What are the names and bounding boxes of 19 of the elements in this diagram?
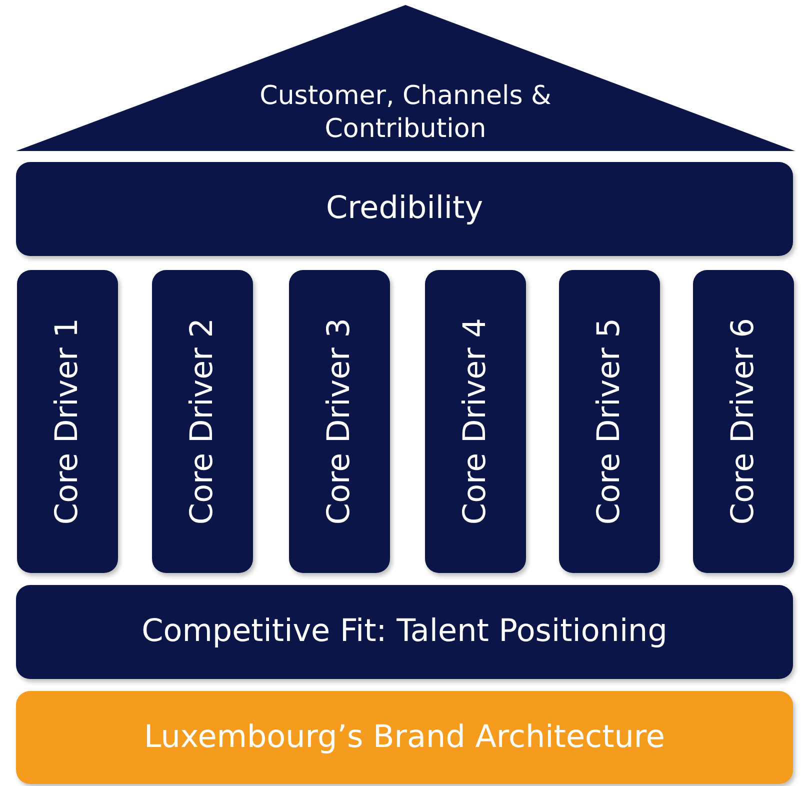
pillar-label: Core Driver 5 [590,318,628,525]
pillar [693,270,794,573]
pillar [152,270,253,573]
pillar [559,270,660,573]
pillar-label: Core Driver 1 [48,318,86,525]
beam-bar [16,585,793,679]
pillar [289,270,390,573]
pillar-label: Core Driver 2 [182,318,221,525]
pillar [425,270,526,573]
foundation-bar [16,691,793,784]
bar-label: Credibility [326,189,484,228]
pillar-label: Core Driver 3 [320,318,358,525]
pillar [17,270,118,573]
bar-label: Competitive Fit: Talent Positioning [142,612,668,652]
bar-label: Luxembourg’s Brand Architecture [144,718,666,757]
beam-bar [16,162,793,256]
pillar-label: Core Driver 4 [456,318,494,525]
roof-label: Customer, Channels & Contribution [258,80,552,145]
pillar-label: Core Driver 6 [724,318,762,525]
